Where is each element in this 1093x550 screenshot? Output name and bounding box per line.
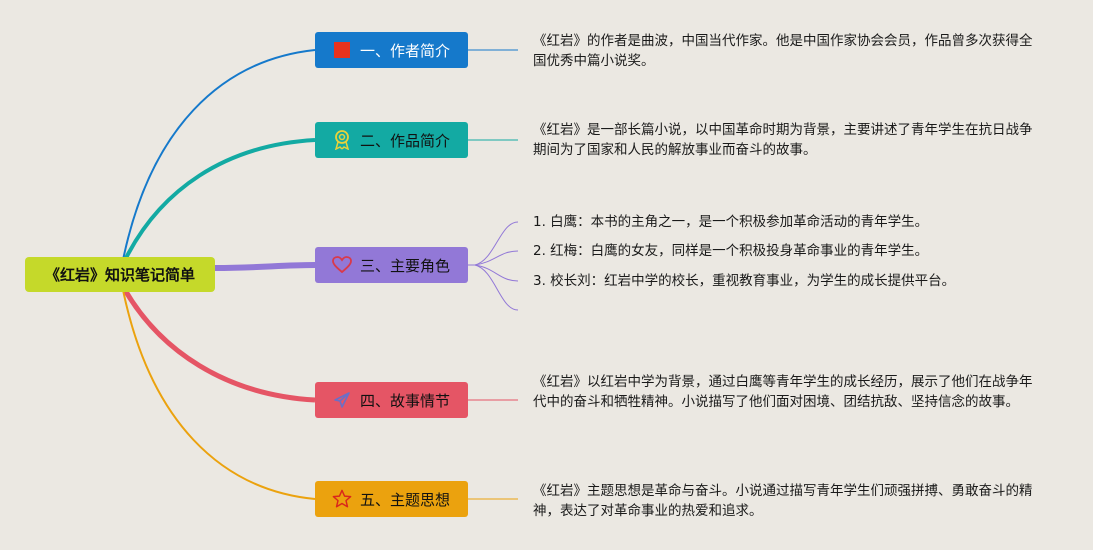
link-root-characters bbox=[214, 262, 316, 271]
branch-label: 一、作者简介 bbox=[360, 41, 451, 60]
branch-label: 五、主题思想 bbox=[360, 490, 451, 509]
branch-label: 四、故事情节 bbox=[360, 391, 451, 410]
paper-plane-icon bbox=[332, 390, 352, 410]
theme-text[interactable]: 《红岩》主题思想是革命与奋斗。小说通过描写青年学生们顽强拼搏、勇敢奋斗的精神，表… bbox=[533, 483, 1033, 519]
root-topic[interactable]: 《红岩》知识笔记简单 bbox=[25, 257, 215, 292]
branch-label: 二、作品简介 bbox=[360, 131, 451, 150]
root-title: 《红岩》知识笔记简单 bbox=[44, 266, 195, 284]
characters-fan bbox=[468, 221, 519, 311]
author-text[interactable]: 《红岩》的作者是曲波，中国当代作家。他是中国作家协会会员，作品曾多次获得全国优秀… bbox=[533, 33, 1033, 69]
link-root-theme bbox=[122, 289, 316, 500]
plot-text[interactable]: 《红岩》以红岩中学为背景，通过白鹰等青年学生的成长经历，展示了他们在战争年代中的… bbox=[533, 374, 1033, 410]
character-item[interactable]: 3. 校长刘：红岩中学的校长，重视教育事业，为学生的成长提供平台。 bbox=[533, 273, 956, 289]
branch-work[interactable]: 二、作品简介 bbox=[315, 122, 468, 158]
link-root-work bbox=[123, 138, 316, 261]
award-ribbon-icon bbox=[332, 130, 352, 150]
character-item[interactable]: 1. 白鹰：本书的主角之一，是一个积极参加革命活动的青年学生。 bbox=[533, 214, 929, 230]
red-flag-icon bbox=[332, 40, 352, 60]
branch-plot[interactable]: 四、故事情节 bbox=[315, 382, 468, 418]
branch-label: 三、主要角色 bbox=[360, 256, 451, 275]
branch-characters[interactable]: 三、主要角色 bbox=[315, 247, 468, 283]
character-item[interactable]: 2. 红梅：白鹰的女友，同样是一个积极投身革命事业的青年学生。 bbox=[533, 243, 929, 259]
link-root-plot bbox=[122, 288, 316, 403]
work-text[interactable]: 《红岩》是一部长篇小说，以中国革命时期为背景，主要讲述了青年学生在抗日战争期间为… bbox=[533, 122, 1033, 158]
branch-author[interactable]: 一、作者简介 bbox=[315, 32, 468, 68]
branch-theme[interactable]: 五、主题思想 bbox=[315, 481, 468, 517]
heart-icon bbox=[332, 255, 352, 275]
link-root-author bbox=[122, 49, 316, 261]
star-icon bbox=[332, 489, 352, 509]
